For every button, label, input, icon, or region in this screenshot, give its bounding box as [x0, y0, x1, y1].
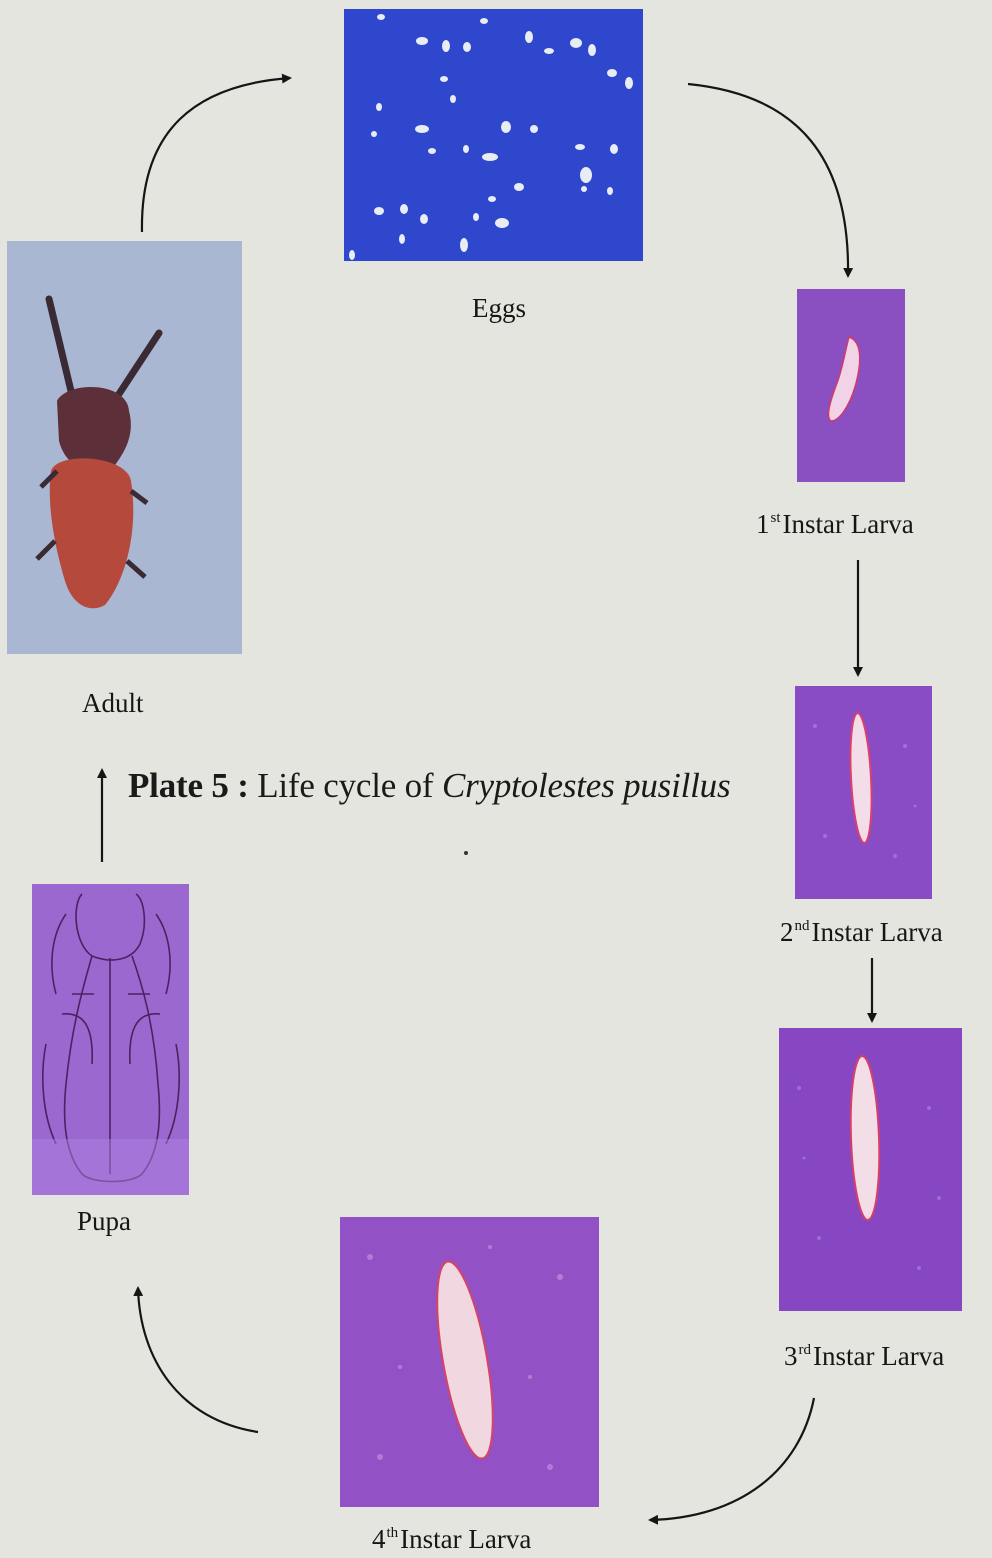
instar2-label: 2ndInstar Larva	[780, 917, 943, 948]
arrow-instar3-to-instar4	[650, 1398, 814, 1520]
instar4-image	[340, 1217, 599, 1507]
arrow-instar4-to-pupa	[138, 1288, 258, 1432]
stray-dot	[464, 851, 468, 855]
pupa-label: Pupa	[77, 1206, 131, 1237]
plate-number: Plate 5 :	[128, 766, 249, 805]
eggs-image	[344, 9, 643, 261]
instar2-photo	[795, 686, 932, 899]
arrow-eggs-to-instar1	[688, 84, 848, 276]
species-name: Cryptolestes pusillus	[442, 766, 730, 805]
instar3-image	[779, 1028, 962, 1311]
pupa-photo	[32, 884, 189, 1195]
instar3-label: 3rdInstar Larva	[784, 1341, 944, 1372]
instar1-image	[797, 289, 905, 482]
instar4-photo	[340, 1217, 599, 1507]
eggs-photo	[344, 9, 643, 261]
instar4-label: 4thInstar Larva	[372, 1524, 531, 1555]
pupa-image	[32, 884, 189, 1195]
adult-image	[7, 241, 242, 654]
eggs-label: Eggs	[472, 293, 526, 324]
arrow-adult-to-eggs	[142, 78, 290, 232]
instar1-photo	[797, 289, 905, 482]
adult-label: Adult	[82, 688, 144, 719]
instar1-label: 1stInstar Larva	[756, 509, 914, 540]
adult-photo	[7, 241, 242, 654]
plate-caption: Plate 5 : Life cycle of Cryptolestes pus…	[128, 766, 730, 806]
instar3-photo	[779, 1028, 962, 1311]
instar2-image	[795, 686, 932, 899]
caption-text: Life cycle of	[249, 766, 442, 805]
